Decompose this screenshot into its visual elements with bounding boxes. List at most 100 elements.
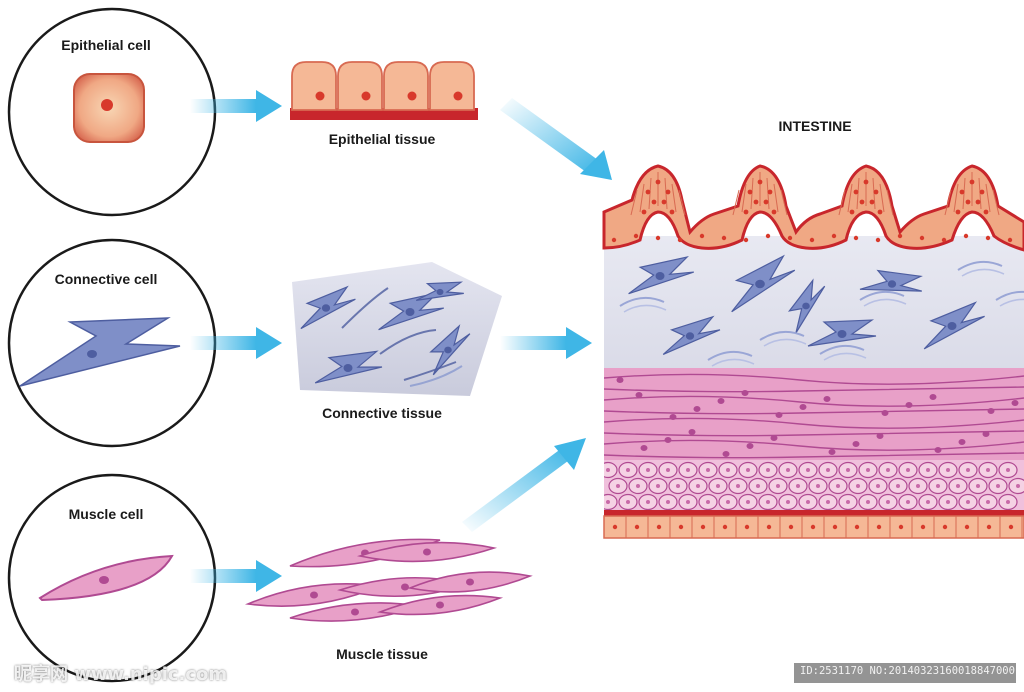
- serosa-cell-nucleus: [722, 524, 728, 530]
- connective-fiber: [707, 350, 753, 361]
- crypt-cell-nucleus: [809, 237, 815, 243]
- muscle-fiber-line: [604, 430, 1024, 437]
- circular-muscle-nucleus: [926, 500, 930, 504]
- villus-cell-nucleus: [743, 209, 749, 215]
- circular-muscle-nucleus: [776, 484, 780, 488]
- villus-cell-nucleus: [661, 199, 667, 205]
- crypt-cell-nucleus: [963, 233, 969, 239]
- villus-cell-wall: [879, 183, 885, 213]
- connective-fiber: [957, 260, 1003, 271]
- muscle-fiber-nucleus: [1011, 400, 1019, 406]
- crypt-cell-nucleus: [721, 235, 727, 241]
- muscle-fiber-nucleus: [823, 396, 831, 402]
- muscle-fiber-nucleus: [934, 447, 942, 453]
- connective-fiber: [819, 344, 865, 355]
- circular-muscle-nucleus: [826, 468, 830, 472]
- connective-fiber: [823, 352, 867, 361]
- villus-cell-wall: [953, 183, 959, 213]
- watermark-id-text: ID:2531170 NO:20140323160018847000: [800, 665, 1015, 677]
- intestine-epithelial-layer: [602, 164, 1024, 252]
- villus-cell-nucleus: [753, 199, 759, 205]
- muscle-fiber-nucleus: [770, 435, 778, 441]
- muscle-fiber-nucleus: [722, 451, 730, 457]
- connective-cell-nucleus: [444, 346, 452, 354]
- muscle-tissue-cell-nucleus: [423, 548, 431, 556]
- circular-muscle-nucleus: [926, 468, 930, 472]
- circular-muscle-nucleus: [846, 468, 850, 472]
- connective-fiber: [763, 338, 807, 347]
- circular-muscle-nucleus: [676, 484, 680, 488]
- villus-cell-wall: [838, 189, 846, 216]
- villus-cell-nucleus: [849, 209, 855, 215]
- circular-muscle-nucleus: [746, 468, 750, 472]
- crypt-cell-nucleus: [655, 235, 661, 241]
- villus-cell-nucleus: [863, 179, 869, 185]
- crypt-cell-nucleus: [1007, 237, 1013, 243]
- connective-fiber: [759, 330, 805, 341]
- villus-cell-nucleus: [771, 209, 777, 215]
- crypt-cell-nucleus: [699, 233, 705, 239]
- circular-muscle-nucleus: [856, 484, 860, 488]
- muscle-fiber-nucleus: [881, 410, 889, 416]
- serosa-cell-nucleus: [810, 524, 816, 530]
- circular-muscle-nucleus: [966, 468, 970, 472]
- villus-cell-wall: [847, 183, 853, 213]
- villus-cell-nucleus: [763, 199, 769, 205]
- circular-muscle-nucleus: [876, 484, 880, 488]
- circular-muscle-nucleus: [866, 468, 870, 472]
- circular-muscle-nucleus: [716, 484, 720, 488]
- circular-muscle-nucleus: [626, 468, 630, 472]
- arrow-epithelial-cell-to-tissue: [190, 90, 282, 122]
- crypt-cell-nucleus: [765, 233, 771, 239]
- muscle-fiber-nucleus: [688, 429, 696, 435]
- circular-muscle-nucleus: [826, 500, 830, 504]
- crypt-cell-nucleus: [743, 237, 749, 243]
- connective-cell-nucleus: [655, 272, 665, 280]
- villus-cell-wall: [671, 183, 677, 213]
- muscle-fiber-nucleus: [664, 437, 672, 443]
- muscle-fiber-line: [604, 439, 1024, 451]
- circular-muscle-nucleus: [906, 500, 910, 504]
- villus-cell-nucleus: [975, 199, 981, 205]
- intestine-muscle-layer: [604, 368, 1024, 460]
- muscle-fiber-nucleus: [905, 402, 913, 408]
- connective-fiber: [711, 358, 755, 367]
- connective-fiber: [619, 296, 665, 307]
- muscle-fiber-line: [604, 373, 1024, 385]
- muscle-fiber-nucleus: [741, 390, 749, 396]
- villus-cell-nucleus: [757, 179, 763, 185]
- connective-fiber: [995, 290, 1024, 301]
- crypt-cell-nucleus: [853, 235, 859, 241]
- serosa-cell-nucleus: [700, 524, 706, 530]
- connective-tissue: Connective tissue: [292, 262, 502, 421]
- villus-cell-nucleus: [969, 179, 975, 185]
- epithelial-tissue-cell: [383, 61, 429, 111]
- villus-cell-nucleus: [869, 199, 875, 205]
- circular-muscle-nucleus: [976, 484, 980, 488]
- villus-cell-nucleus: [645, 189, 651, 195]
- serosa-cell-nucleus: [942, 524, 948, 530]
- crypt-cell-nucleus: [831, 233, 837, 239]
- connective-tissue-matrix: [292, 262, 502, 396]
- arrow-epithelial-tissue-to-intestine: [500, 98, 612, 180]
- epithelial-tissue-nucleus: [361, 91, 371, 101]
- circular-muscle-cell: [604, 461, 618, 479]
- villus-cell-nucleus: [979, 189, 985, 195]
- muscle-fiber-line: [604, 408, 1024, 415]
- muscle-tissue-cell-nucleus: [401, 583, 409, 591]
- muscle-fiber-nucleus: [717, 398, 725, 404]
- serosa-cell-nucleus: [634, 524, 640, 530]
- circular-muscle-nucleus: [936, 484, 940, 488]
- circular-muscle-nucleus: [1016, 484, 1020, 488]
- epithelial-tissue-nucleus: [315, 91, 325, 101]
- villus-cell-nucleus: [983, 209, 989, 215]
- connective-cell-nucleus: [837, 330, 847, 338]
- villus-cell-nucleus: [965, 199, 971, 205]
- connective-cell-nucleus: [802, 302, 810, 310]
- circular-muscle-nucleus: [866, 500, 870, 504]
- epithelial-tissue: Epithelial tissue: [290, 61, 478, 147]
- muscle-fiber-nucleus: [746, 443, 754, 449]
- serosa-cell-nucleus: [832, 524, 838, 530]
- connective-fiber: [863, 298, 907, 307]
